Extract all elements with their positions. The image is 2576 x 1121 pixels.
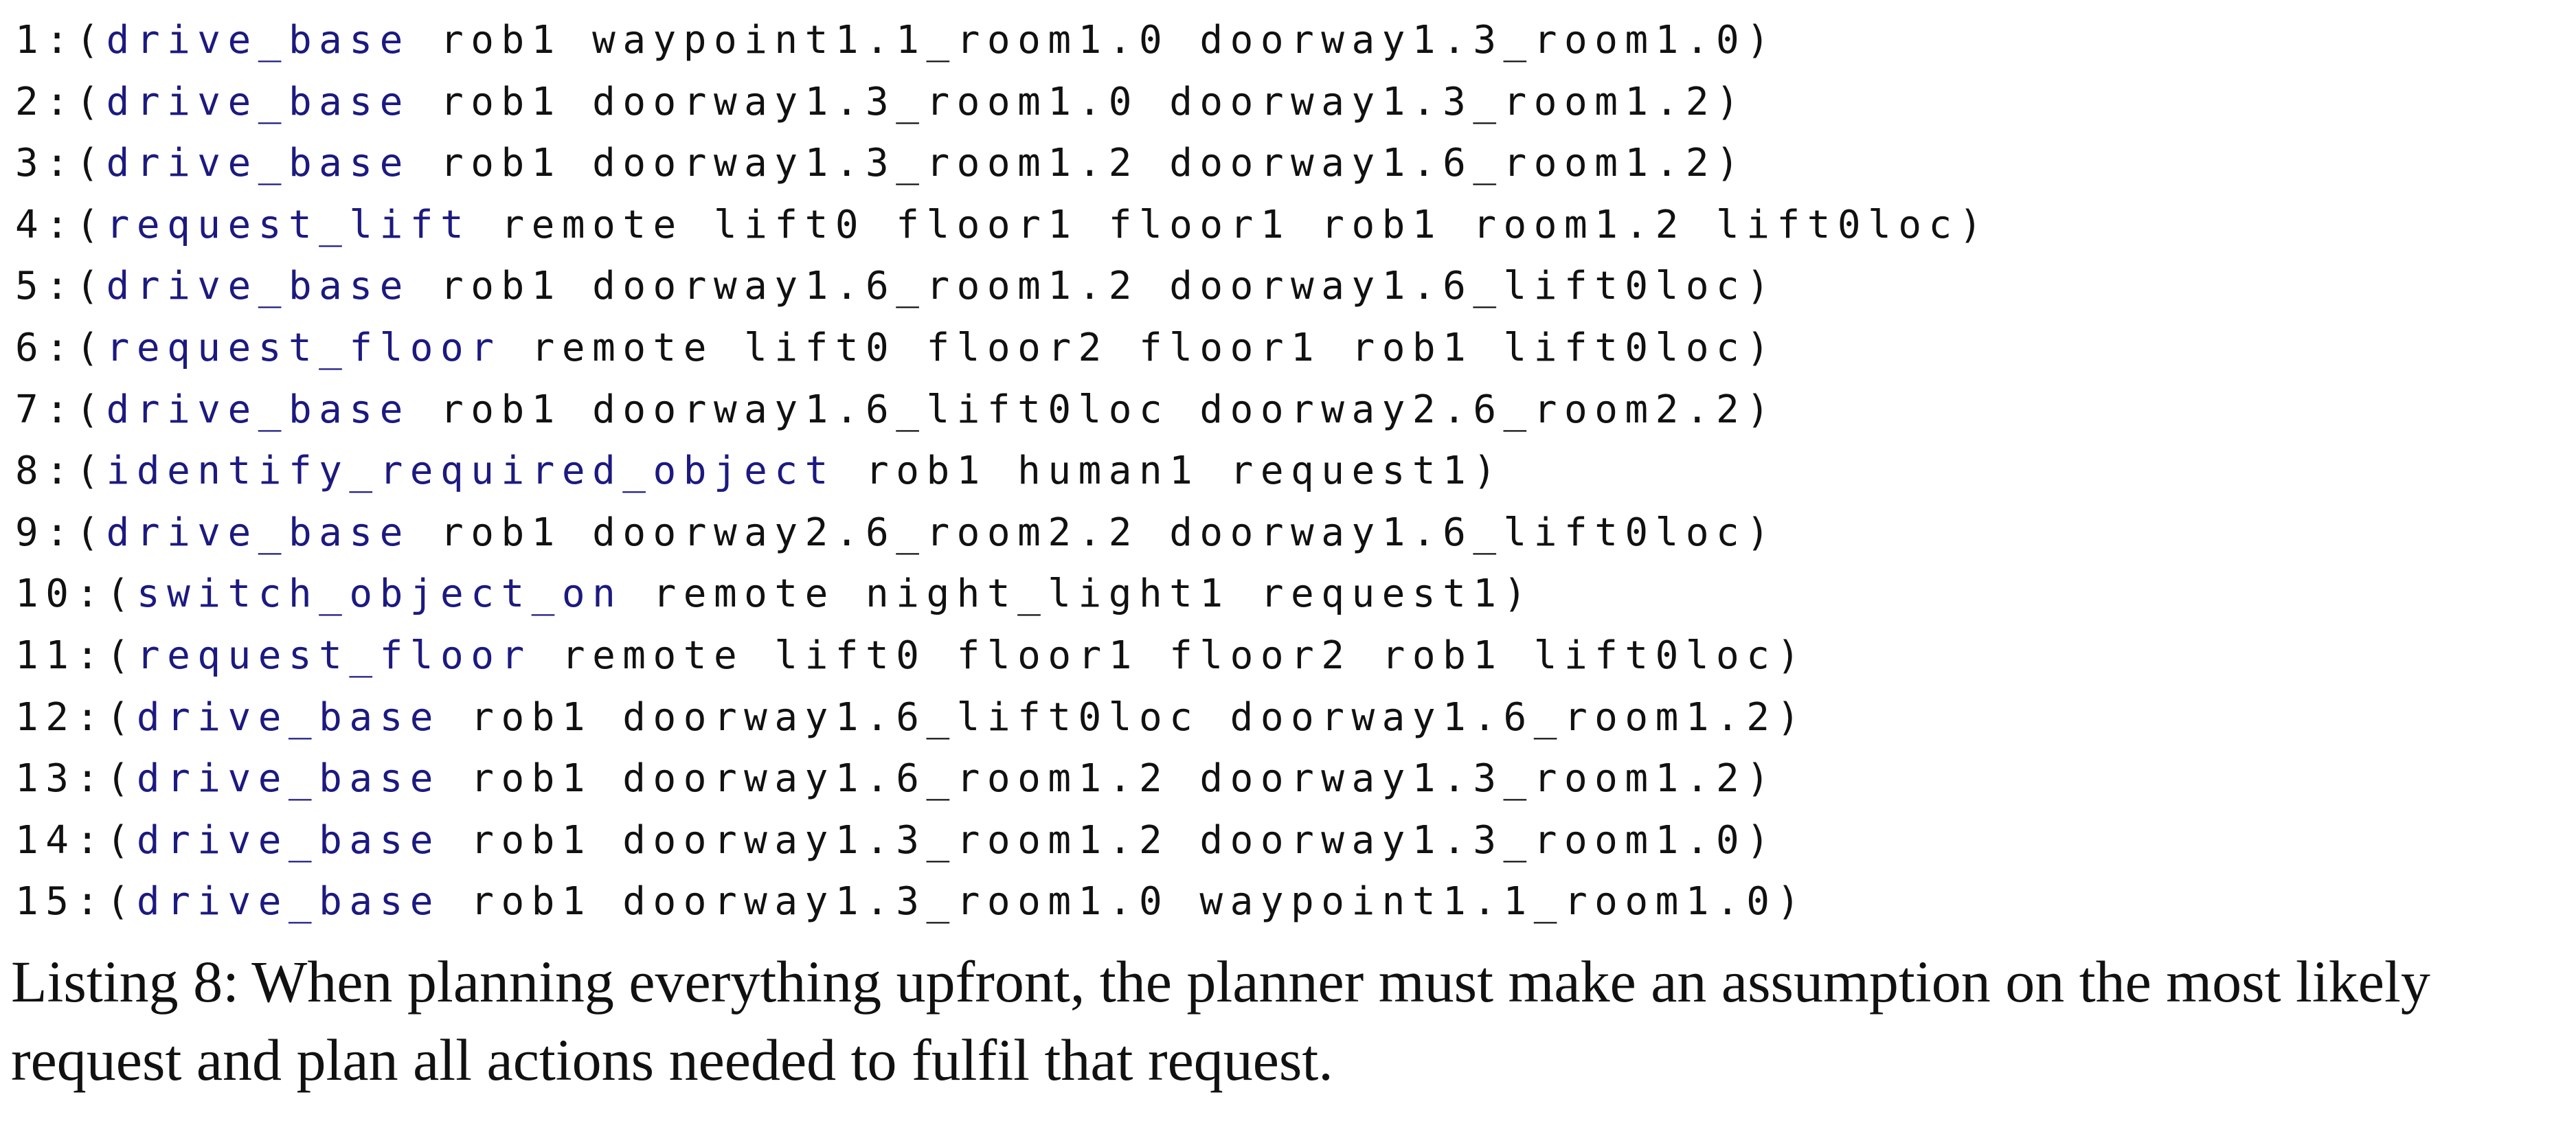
action-args: rob1 doorway1.6_room1.2 doorway1.3_room1… bbox=[471, 756, 1777, 802]
line-number: 5:( bbox=[15, 264, 106, 309]
action-args: rob1 doorway1.3_room1.2 doorway1.6_room1… bbox=[440, 141, 1747, 186]
code-listing: 1:(drive_base rob1 waypoint1.1_room1.0 d… bbox=[15, 10, 2557, 933]
action-args: rob1 doorway1.6_room1.2 doorway1.6_lift0… bbox=[440, 264, 1777, 309]
action-name: drive_base bbox=[106, 387, 410, 432]
action-name: drive_base bbox=[106, 79, 410, 124]
action-name: drive_base bbox=[136, 817, 441, 863]
listing-line: 9:(drive_base rob1 doorway2.6_room2.2 do… bbox=[15, 502, 2557, 564]
action-args: rob1 doorway1.6_lift0loc doorway1.6_room… bbox=[471, 694, 1807, 740]
listing-line: 7:(drive_base rob1 doorway1.6_lift0loc d… bbox=[15, 379, 2557, 441]
listing-line: 15:(drive_base rob1 doorway1.3_room1.0 w… bbox=[15, 871, 2557, 933]
listing-line: 11:(request_floor remote lift0 floor1 fl… bbox=[15, 625, 2557, 687]
line-number: 15:( bbox=[15, 879, 137, 925]
action-name: drive_base bbox=[136, 879, 441, 925]
listing-caption: Listing 8:When planning everything upfro… bbox=[11, 942, 2566, 1099]
listing-line: 8:(identify_required_object rob1 human1 … bbox=[15, 440, 2557, 502]
line-number: 11:( bbox=[15, 633, 137, 678]
action-name: identify_required_object bbox=[106, 449, 835, 494]
action-name: switch_object_on bbox=[136, 571, 623, 617]
line-number: 6:( bbox=[15, 325, 106, 370]
line-number: 1:( bbox=[15, 18, 106, 63]
listing-line: 5:(drive_base rob1 doorway1.6_room1.2 do… bbox=[15, 256, 2557, 317]
action-args: remote lift0 floor1 floor1 rob1 room1.2 … bbox=[501, 202, 1989, 247]
caption-label: Listing 8: bbox=[11, 949, 240, 1015]
line-number: 10:( bbox=[15, 571, 137, 617]
listing-line: 14:(drive_base rob1 doorway1.3_room1.2 d… bbox=[15, 810, 2557, 872]
listing-line: 2:(drive_base rob1 doorway1.3_room1.0 do… bbox=[15, 71, 2557, 133]
listing-line: 1:(drive_base rob1 waypoint1.1_room1.0 d… bbox=[15, 10, 2557, 71]
listing-line: 4:(request_lift remote lift0 floor1 floo… bbox=[15, 194, 2557, 256]
action-args: rob1 doorway1.6_lift0loc doorway2.6_room… bbox=[440, 387, 1777, 432]
action-name: request_floor bbox=[136, 633, 532, 678]
line-number: 8:( bbox=[15, 449, 106, 494]
action-name: drive_base bbox=[136, 694, 441, 740]
line-number: 7:( bbox=[15, 387, 106, 432]
action-name: drive_base bbox=[136, 756, 441, 802]
action-name: drive_base bbox=[106, 264, 410, 309]
listing-line: 13:(drive_base rob1 doorway1.6_room1.2 d… bbox=[15, 748, 2557, 810]
action-name: drive_base bbox=[106, 141, 410, 186]
action-args: rob1 doorway1.3_room1.2 doorway1.3_room1… bbox=[471, 817, 1777, 863]
action-name: request_lift bbox=[106, 202, 471, 247]
line-number: 13:( bbox=[15, 756, 137, 802]
line-number: 14:( bbox=[15, 817, 137, 863]
action-args: rob1 doorway2.6_room2.2 doorway1.6_lift0… bbox=[440, 510, 1777, 555]
listing-line: 6:(request_floor remote lift0 floor2 flo… bbox=[15, 317, 2557, 379]
action-args: rob1 waypoint1.1_room1.0 doorway1.3_room… bbox=[440, 18, 1777, 63]
action-args: remote lift0 floor2 floor1 rob1 lift0loc… bbox=[531, 325, 1777, 370]
action-name: drive_base bbox=[106, 510, 410, 555]
line-number: 9:( bbox=[15, 510, 106, 555]
action-name: drive_base bbox=[106, 18, 410, 63]
listing-line: 3:(drive_base rob1 doorway1.3_room1.2 do… bbox=[15, 133, 2557, 194]
action-args: remote night_light1 request1) bbox=[653, 571, 1534, 617]
action-args: rob1 doorway1.3_room1.0 doorway1.3_room1… bbox=[440, 79, 1747, 124]
caption-text: When planning everything upfront, the pl… bbox=[11, 949, 2430, 1093]
listing-line: 10:(switch_object_on remote night_light1… bbox=[15, 563, 2557, 625]
line-number: 4:( bbox=[15, 202, 106, 247]
action-name: request_floor bbox=[106, 325, 501, 370]
action-args: rob1 human1 request1) bbox=[866, 449, 1504, 494]
listing-line: 12:(drive_base rob1 doorway1.6_lift0loc … bbox=[15, 687, 2557, 749]
line-number: 12:( bbox=[15, 694, 137, 740]
action-args: remote lift0 floor1 floor2 rob1 lift0loc… bbox=[561, 633, 1807, 678]
line-number: 2:( bbox=[15, 79, 106, 124]
line-number: 3:( bbox=[15, 141, 106, 186]
action-args: rob1 doorway1.3_room1.0 waypoint1.1_room… bbox=[471, 879, 1807, 925]
